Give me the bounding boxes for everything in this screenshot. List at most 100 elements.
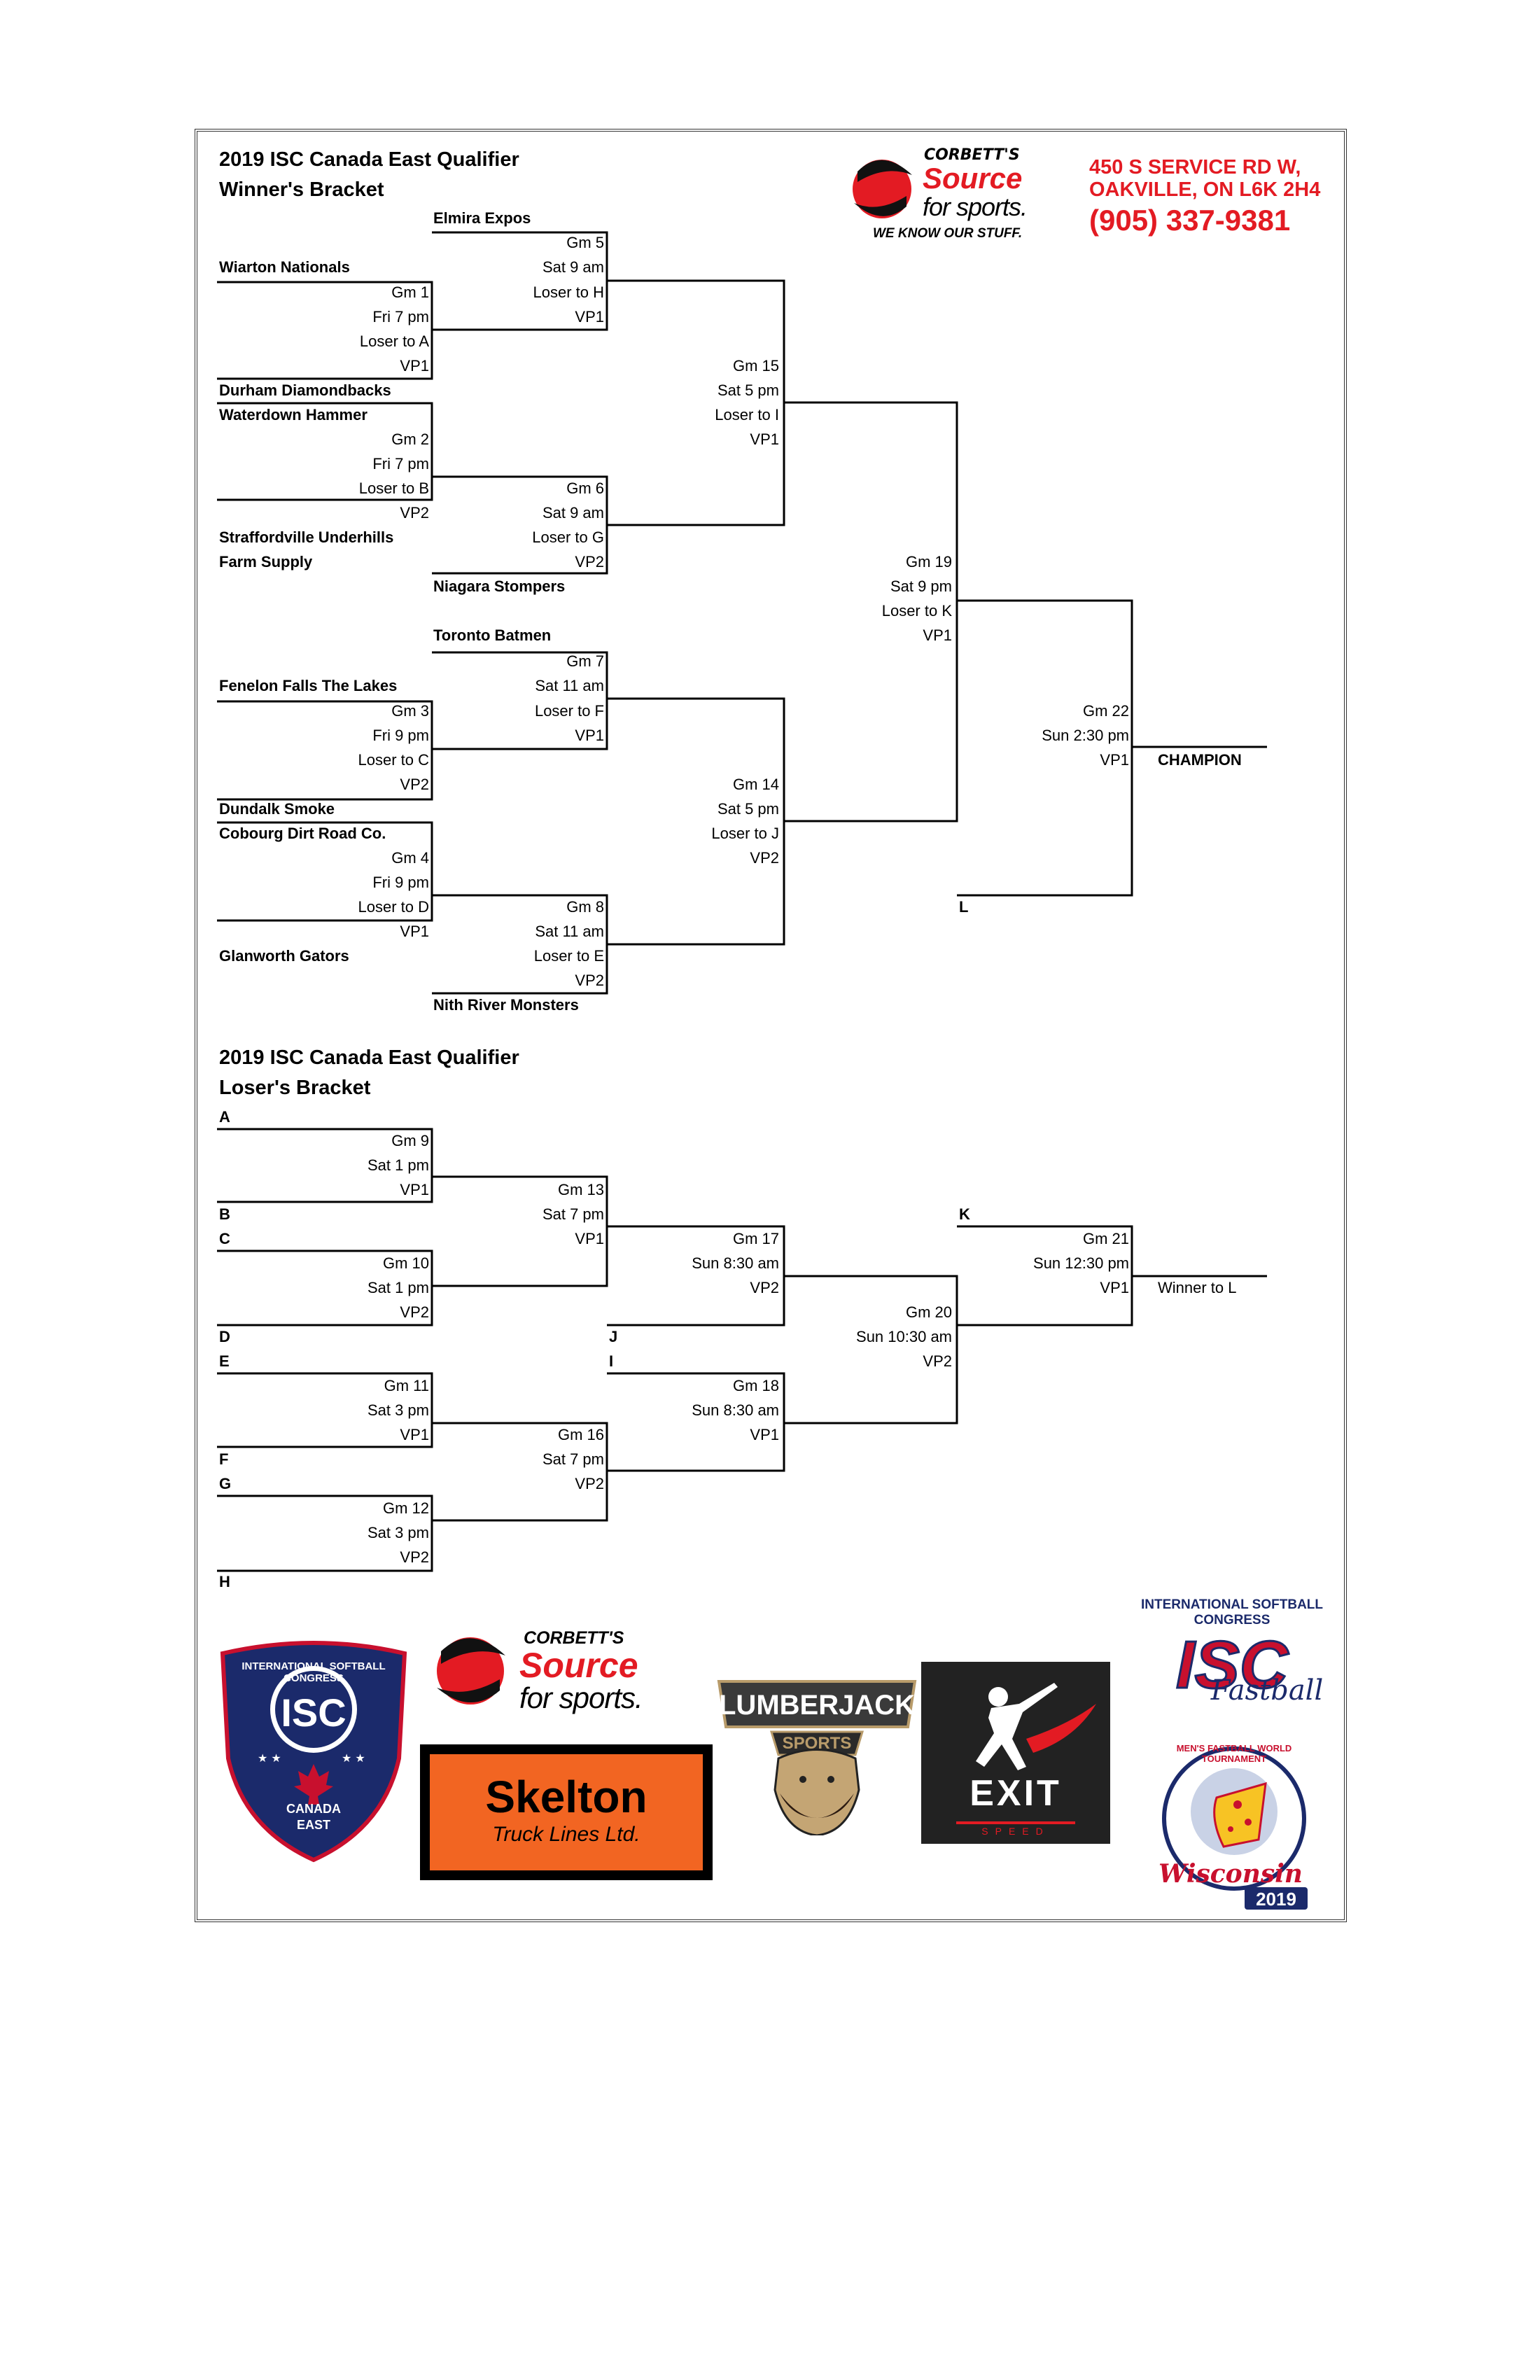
seed-c: C — [219, 1230, 230, 1247]
game-10-venue: VP2 — [400, 1303, 429, 1321]
tournament-arc: MEN'S FASTBALL WORLD TOURNAMENT — [1176, 1743, 1292, 1764]
corbetts-sponsor-source: Source — [519, 1646, 638, 1685]
game-19-number: Gm 19 — [905, 553, 952, 570]
losers-subtitle: Loser's Bracket — [219, 1077, 371, 1099]
game-4-venue: VP1 — [400, 923, 429, 940]
lumberjack-sports-logo: LUMBERJACK SPORTS — [715, 1667, 918, 1837]
game-5-venue: VP1 — [575, 308, 604, 326]
game-8-time: Sat 11 am — [535, 923, 604, 940]
game-1-loser: Loser to A — [359, 332, 429, 350]
corbetts-slogan: WE KNOW OUR STUFF. — [873, 226, 1023, 241]
game-15-loser: Loser to I — [715, 406, 779, 424]
isc-shield-mark: ISC — [281, 1690, 346, 1735]
game-7-loser: Loser to F — [534, 702, 604, 720]
skelton-name: Skelton — [485, 1772, 648, 1822]
corbetts-swirl-icon — [853, 160, 912, 218]
seed-h: H — [219, 1573, 230, 1590]
game-22-number: Gm 22 — [1082, 702, 1129, 720]
corbetts-sponsor-swirl-icon — [437, 1637, 505, 1704]
game-9-time: Sat 1 pm — [367, 1156, 429, 1174]
game-3-venue: VP2 — [400, 776, 429, 793]
game-20-venue: VP2 — [923, 1352, 952, 1370]
isc-fastball-logo: INTERNATIONAL SOFTBALL CONGRESS ISC Fast… — [1134, 1597, 1330, 1723]
isc-shield-east: EAST — [296, 1818, 330, 1832]
game-16-venue: VP2 — [575, 1475, 604, 1492]
game-18-number: Gm 18 — [732, 1377, 779, 1394]
team-straffordville: Straffordville Underhills — [219, 528, 394, 546]
team-nith: Nith River Monsters — [433, 996, 579, 1014]
corbetts-sponsor-logo: CORBETT'S Source for sports. — [434, 1625, 693, 1716]
game-10-time: Sat 1 pm — [367, 1279, 429, 1296]
lumberjack-icon — [717, 1680, 917, 1837]
game-16-number: Gm 16 — [557, 1426, 604, 1443]
game-7-venue: VP1 — [575, 727, 604, 744]
game-19-time: Sat 9 pm — [890, 578, 952, 595]
losers-title: 2019 ISC Canada East Qualifier — [219, 1046, 519, 1069]
game-16-time: Sat 7 pm — [542, 1450, 604, 1468]
lumberjack-name: LUMBERJACK — [719, 1690, 915, 1721]
winner-to-l: Winner to L — [1158, 1279, 1237, 1296]
team-dundalk: Dundalk Smoke — [219, 800, 335, 818]
team-toronto: Toronto Batmen — [433, 626, 552, 644]
game-5-loser: Loser to H — [533, 284, 605, 301]
seed-d: D — [219, 1328, 230, 1345]
tournament-ball-icon — [1162, 1746, 1308, 1910]
game-17-number: Gm 17 — [732, 1230, 779, 1247]
bracket-l-label: L — [959, 898, 969, 916]
game-10-number: Gm 10 — [382, 1254, 429, 1272]
corbetts-sponsor-for-sports: for sports. — [519, 1681, 643, 1714]
game-2-time: Fri 7 pm — [372, 455, 429, 472]
isc-fastball-arc: INTERNATIONAL SOFTBALL CONGRESS — [1141, 1597, 1323, 1628]
seed-i: I — [609, 1352, 614, 1370]
game-11-time: Sat 3 pm — [367, 1401, 429, 1419]
game-21-venue: VP1 — [1100, 1279, 1129, 1296]
game-18-time: Sun 8:30 am — [692, 1401, 779, 1419]
tournament-script: Wisconsin — [1158, 1859, 1303, 1889]
team-cobourg: Cobourg Dirt Road Co. — [219, 825, 386, 842]
corbetts-top: CORBETT'S — [924, 146, 1020, 164]
game-3-number: Gm 3 — [391, 702, 429, 720]
game-6-time: Sat 9 am — [542, 504, 604, 522]
champion-label: CHAMPION — [1158, 751, 1242, 769]
game-17-time: Sun 8:30 am — [692, 1254, 779, 1272]
svg-text:★ ★: ★ ★ — [258, 1751, 281, 1765]
isc-shield-arc-text: INTERNATIONAL SOFTBALL CONGRESS — [241, 1660, 386, 1684]
game-6-venue: VP2 — [575, 553, 604, 570]
seed-k: K — [959, 1205, 970, 1223]
game-3-loser: Loser to C — [358, 751, 430, 769]
game-11-venue: VP1 — [400, 1426, 429, 1443]
game-17-venue: VP2 — [750, 1279, 779, 1296]
isc-fastball-script: Fastball — [1210, 1674, 1324, 1707]
game-21-time: Sun 12:30 pm — [1033, 1254, 1129, 1272]
game-3-time: Fri 9 pm — [372, 727, 429, 744]
game-14-time: Sat 5 pm — [717, 800, 779, 818]
game-11-number: Gm 11 — [384, 1377, 429, 1394]
exit-speed-logo: EXIT SPEED — [921, 1662, 1110, 1844]
game-1-time: Fri 7 pm — [372, 308, 429, 326]
team-fenelon: Fenelon Falls The Lakes — [219, 677, 398, 694]
game-15-venue: VP1 — [750, 430, 779, 448]
corbetts-for-sports: for sports. — [923, 192, 1028, 221]
seed-a: A — [219, 1108, 230, 1126]
game-14-venue: VP2 — [750, 849, 779, 867]
game-1-number: Gm 1 — [391, 284, 429, 301]
skelton-logo: Skelton Truck Lines Ltd. — [420, 1744, 713, 1880]
game-8-loser: Loser to E — [533, 947, 604, 965]
seed-g: G — [219, 1475, 232, 1492]
game-8-number: Gm 8 — [566, 898, 604, 916]
game-12-time: Sat 3 pm — [367, 1524, 429, 1541]
world-tournament-logo: MEN'S FASTBALL WORLD TOURNAMENT Wisconsi… — [1140, 1735, 1329, 1917]
game-13-time: Sat 7 pm — [542, 1205, 604, 1223]
game-13-venue: VP1 — [575, 1230, 604, 1247]
batter-icon — [956, 1683, 1096, 1824]
store-address-line-2: OAKVILLE, ON L6K 2H4 — [1089, 178, 1321, 201]
team-niagara: Niagara Stompers — [433, 578, 566, 595]
page-frame — [195, 129, 1347, 1922]
isc-shield-icon: ★ ★ ★ ★ — [220, 1641, 407, 1863]
svg-text:★ ★: ★ ★ — [342, 1751, 365, 1765]
winners-subtitle: Winner's Bracket — [219, 178, 384, 201]
game-5-time: Sat 9 am — [542, 258, 604, 276]
game-6-number: Gm 6 — [566, 479, 604, 497]
tournament-year: 2019 — [1256, 1889, 1296, 1910]
